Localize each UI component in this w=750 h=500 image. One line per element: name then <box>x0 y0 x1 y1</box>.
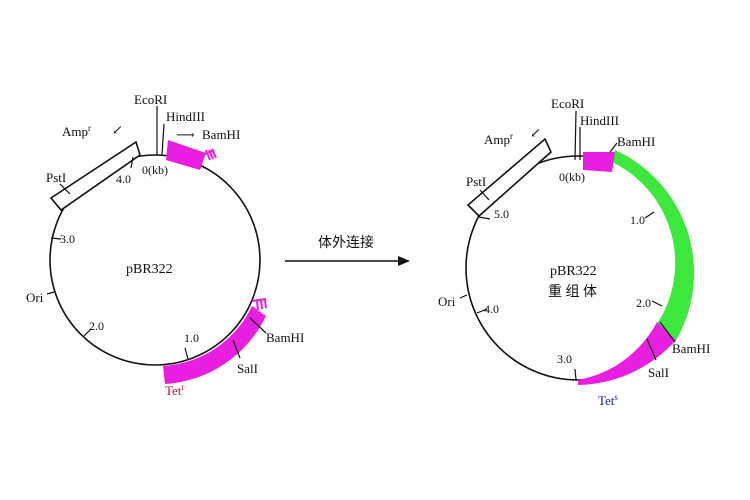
left-top-sticky-end <box>204 148 217 161</box>
left-tet-sticky-end <box>251 298 267 311</box>
left-tet-label: Tetr <box>165 382 184 398</box>
right-tick-2-mark <box>651 300 663 307</box>
right-tick-4-mark <box>476 308 488 314</box>
left-ori-label: Ori <box>26 290 44 305</box>
right-ori-marker <box>459 294 468 299</box>
right-amp-direction-arrow-icon: ↙ <box>530 125 541 140</box>
left-tet-direction-arrow-icon: ⟶ <box>176 127 195 142</box>
left-hindiii-label: HindIII <box>166 109 205 124</box>
left-amp-gene-box <box>49 140 141 212</box>
left-bamhi-fragment-block <box>166 140 206 170</box>
right-plasmid-name: pBR322 <box>550 264 597 279</box>
right-ecori-label: EcoRI <box>551 96 584 111</box>
left-tick-2: 2.0 <box>89 319 104 333</box>
right-bamhi-fragment-block <box>583 152 615 172</box>
right-bamhi-marker <box>659 321 676 343</box>
right-tick-5: 5.0 <box>494 207 509 221</box>
left-tick-1-mark <box>184 347 189 360</box>
right-tet-gene-block <box>578 322 676 385</box>
left-tick-1: 1.0 <box>184 331 199 345</box>
left-amp-direction-arrow-icon: ↙ <box>112 122 123 137</box>
right-ori-label: Ori <box>438 294 456 309</box>
right-psti-label: PstI <box>466 174 486 189</box>
right-tick-3: 3.0 <box>557 352 572 366</box>
right-bamhi-top-label: BamHI <box>617 134 655 149</box>
left-plasmid: EcoRI HindIII BamHI ↙ ⟶ 0(kb) 4.0 3.0 2.… <box>26 92 304 398</box>
right-tet-label: Tets <box>598 392 618 408</box>
left-bamhi-top-label: BamHI <box>202 127 240 142</box>
right-sali-label: SalI <box>648 365 669 380</box>
right-plasmid-subtitle: 重 组 体 <box>548 284 597 300</box>
right-start-label: 0(kb) <box>559 170 585 184</box>
left-tick-3: 3.0 <box>60 232 75 246</box>
left-psti-marker <box>59 183 71 195</box>
left-plasmid-ring <box>49 154 261 366</box>
right-tick-2: 2.0 <box>636 296 651 310</box>
left-tet-gene-block <box>163 306 266 384</box>
left-tick-2-mark <box>83 328 92 337</box>
left-sali-label: SalI <box>237 361 258 376</box>
left-tick-3-mark <box>50 237 62 240</box>
left-start-label: 0(kb) <box>142 163 168 177</box>
left-bamhi-label: BamHI <box>266 330 304 345</box>
left-tick-4: 4.0 <box>116 172 131 186</box>
right-sali-marker <box>646 338 657 361</box>
right-bamhi-label: BamHI <box>672 341 710 356</box>
right-tick-4: 4.0 <box>484 302 499 316</box>
right-insert-fragment <box>612 150 695 342</box>
ligation-arrow: 体外连接 <box>285 234 410 266</box>
right-tick-1-mark <box>644 211 655 219</box>
left-hindiii-marker <box>161 123 165 156</box>
right-amp-label: Ampr <box>484 131 513 147</box>
left-ecori-label: EcoRI <box>134 92 167 107</box>
left-plasmid-name: pBR322 <box>126 262 173 277</box>
ligation-arrow-label: 体外连接 <box>318 234 374 251</box>
right-psti-marker <box>479 189 490 201</box>
right-tick-3-mark <box>574 368 577 381</box>
left-ori-marker <box>46 291 55 295</box>
right-tick-5-mark <box>478 216 491 220</box>
left-sali-marker <box>232 339 241 359</box>
left-bamhi-marker <box>249 317 267 334</box>
left-psti-label: PstI <box>46 170 66 185</box>
right-hindiii-label: HindIII <box>580 113 619 128</box>
left-amp-label: Ampr <box>62 123 91 139</box>
left-tick-4-mark <box>130 156 134 169</box>
right-ecori-marker <box>574 110 577 161</box>
right-bamhi-top-marker <box>609 142 618 153</box>
right-plasmid: EcoRI HindIII BamHI ↙ 0(kb) 1.0 2.0 3.0 … <box>438 96 710 408</box>
right-amp-gene-box <box>466 137 552 218</box>
right-tick-1: 1.0 <box>630 213 645 227</box>
